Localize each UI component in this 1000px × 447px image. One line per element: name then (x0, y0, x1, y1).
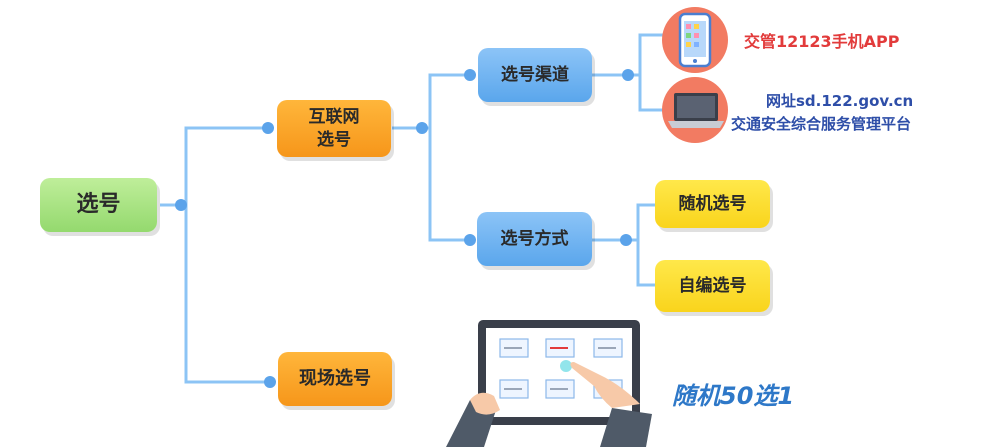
app-channel-label: 交管12123手机APP (744, 32, 900, 51)
connector-dots (175, 69, 634, 388)
node-custom: 自编选号 (655, 260, 770, 312)
node-method: 选号方式 (477, 212, 592, 266)
hand-icon (446, 362, 652, 447)
node-random: 随机选号 (655, 180, 770, 228)
phone-icon (662, 7, 728, 73)
node-channel: 选号渠道 (478, 48, 592, 102)
web-channel-platform: 交通安全综合服务管理平台 (731, 115, 912, 133)
node-onsite-select: 现场选号 (278, 352, 392, 406)
tablet-icon (478, 320, 640, 425)
connector-lines (160, 33, 665, 384)
laptop-icon (662, 77, 728, 143)
node-root: 选号 (40, 178, 157, 232)
node-internet-select: 互联网 选号 (277, 100, 391, 157)
web-channel-address: 网址sd.122.gov.cn (766, 92, 914, 110)
onsite-caption: 随机50选1 (672, 382, 795, 410)
